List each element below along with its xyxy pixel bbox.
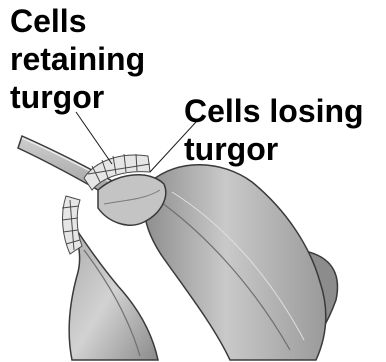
label-retaining-line2: retaining — [10, 43, 145, 81]
label-cells-retaining-turgor: Cells retaining turgor — [10, 5, 145, 119]
label-retaining-line1: Cells — [10, 5, 145, 43]
pulvinus-lower-cells — [62, 196, 82, 254]
leaflet-lower — [69, 220, 158, 360]
label-cells-losing-turgor: Cells losing turgor — [184, 95, 364, 171]
label-retaining-line3: turgor — [10, 81, 145, 119]
leader-retaining — [76, 112, 112, 164]
label-losing-line2: turgor — [184, 133, 364, 171]
label-losing-line1: Cells losing — [184, 95, 364, 133]
